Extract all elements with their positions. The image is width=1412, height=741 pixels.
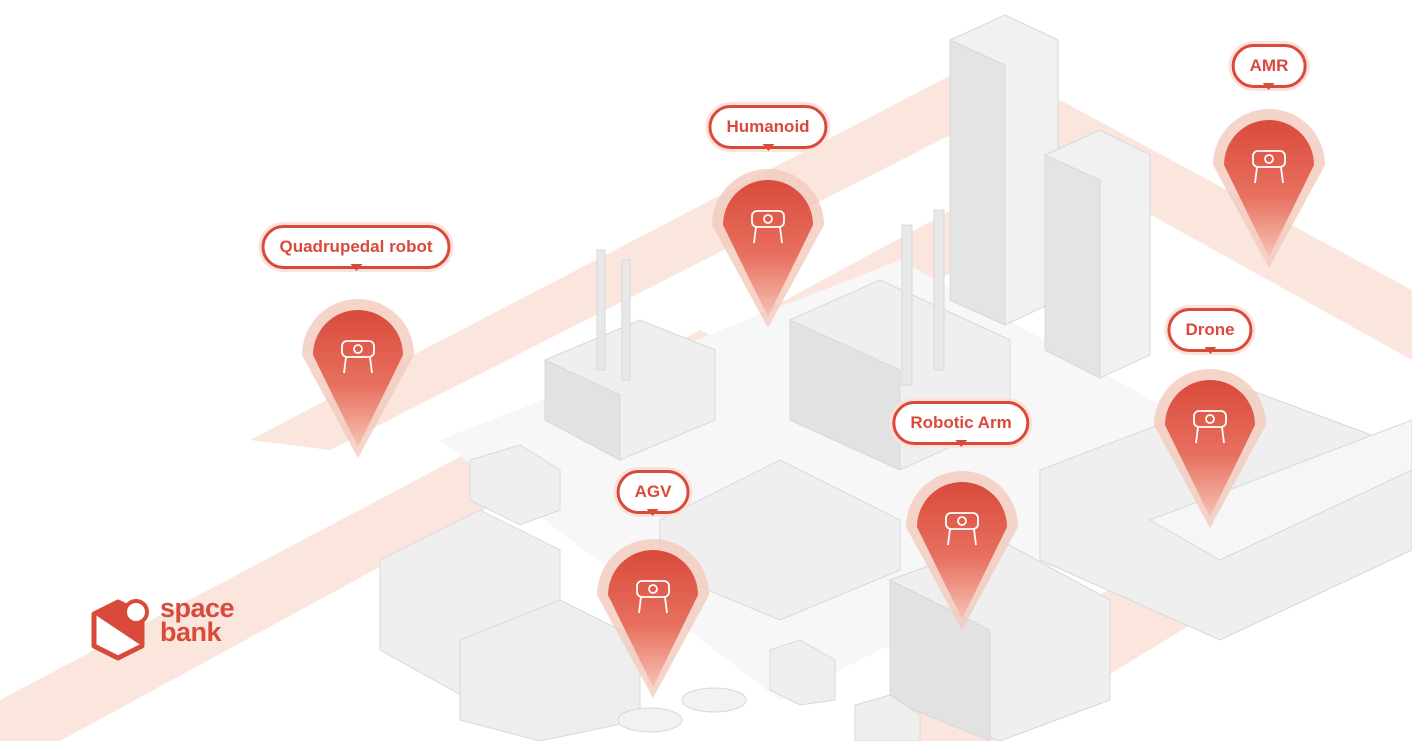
drone-icon	[1193, 410, 1227, 444]
pin-body	[608, 550, 698, 687]
location-pin[interactable]	[597, 539, 709, 698]
pin-label[interactable]: AGV	[616, 470, 690, 514]
space-bank-logo: space bank	[88, 593, 235, 647]
location-pin[interactable]	[1213, 109, 1325, 268]
pin-label[interactable]: Drone	[1167, 308, 1253, 352]
pins	[302, 109, 1325, 698]
location-pin[interactable]	[1154, 369, 1266, 528]
pin-body	[723, 180, 813, 317]
location-pin[interactable]	[712, 169, 824, 328]
space-bank-logo-icon	[91, 599, 149, 661]
pin-label[interactable]: Quadrupedal robot	[261, 225, 451, 269]
pin-body	[917, 482, 1007, 619]
amr-icon	[1252, 150, 1286, 184]
pin-label[interactable]: AMR	[1231, 44, 1307, 88]
quadruped-robot-icon	[341, 340, 375, 374]
agv-icon	[636, 580, 670, 614]
humanoid-robot-icon	[751, 210, 785, 244]
pin-body	[1224, 120, 1314, 257]
pin-label[interactable]: Robotic Arm	[892, 401, 1030, 445]
location-pin[interactable]	[906, 471, 1018, 630]
pin-body	[313, 310, 403, 447]
robotic-arm-icon	[945, 512, 979, 546]
pin-body	[1165, 380, 1255, 517]
location-pin[interactable]	[302, 299, 414, 458]
logo-line-2: bank	[160, 617, 222, 647]
pin-label[interactable]: Humanoid	[708, 105, 828, 149]
logo-line-1: space	[160, 593, 235, 623]
